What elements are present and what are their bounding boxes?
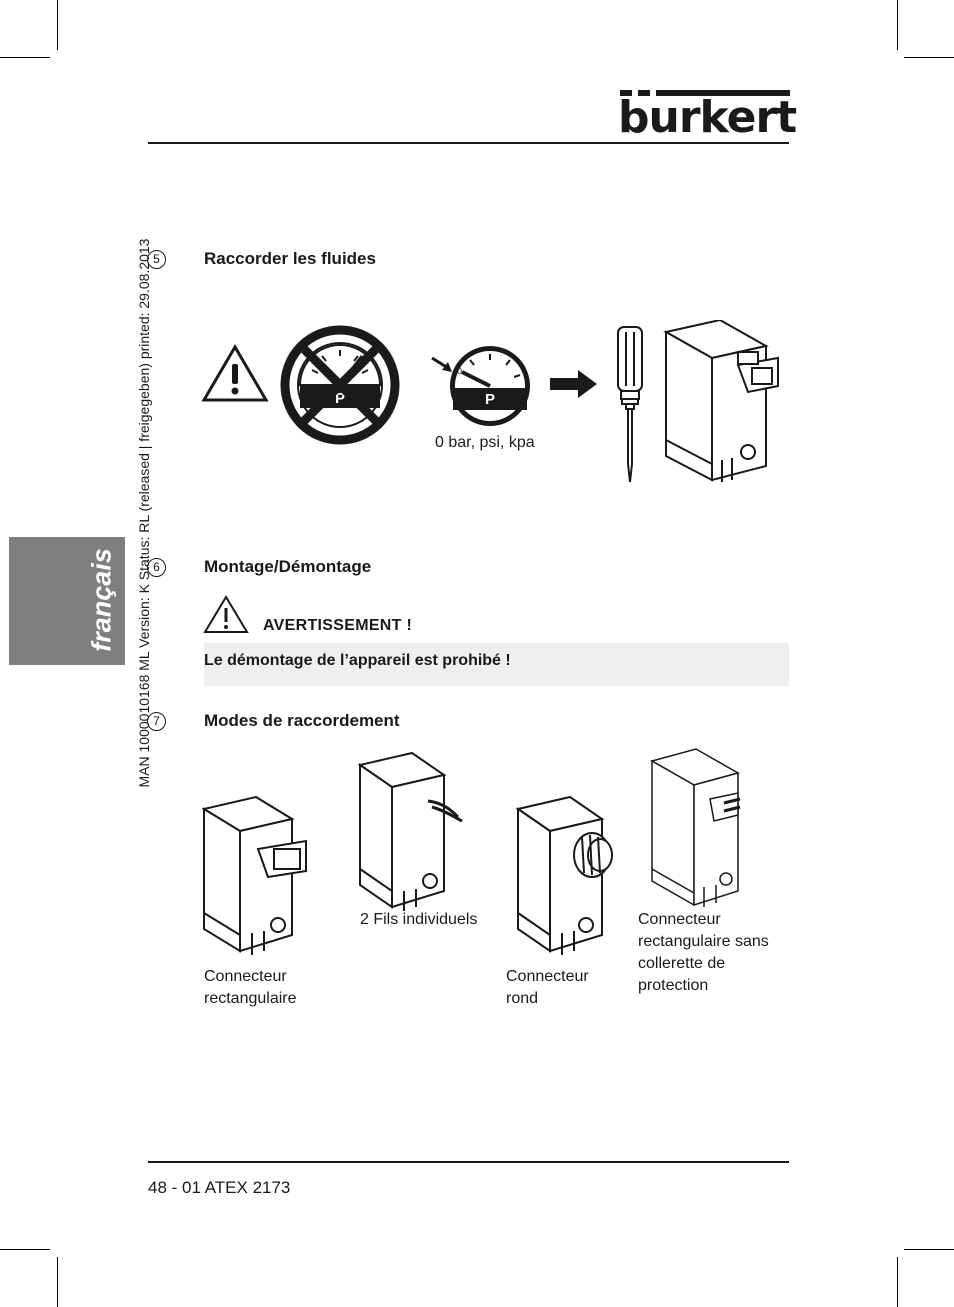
header-rule xyxy=(148,142,789,144)
rectangular-connector-no-collar-valve-icon xyxy=(650,748,741,907)
svg-text:P: P xyxy=(335,390,345,407)
crop-mark xyxy=(904,1249,954,1250)
section-title: Raccorder les fluides xyxy=(204,249,376,268)
connector-caption: Connecteur rectangulaire xyxy=(204,968,297,1007)
step-number: 7 xyxy=(147,712,166,731)
crop-mark xyxy=(0,57,50,58)
gauge-caption: 0 bar, psi, kpa xyxy=(435,434,535,451)
warning-triangle-icon xyxy=(201,344,269,402)
screwdriver-icon xyxy=(617,326,643,483)
depressurize-illustration: P P 0 xyxy=(201,320,779,483)
prohibited-pressure-gauge-icon: P xyxy=(280,325,400,445)
warning-title: AVERTISSEMENT ! xyxy=(263,617,413,634)
footer-rule xyxy=(148,1161,789,1163)
crop-mark xyxy=(897,1257,898,1307)
warning-text: Le démontage de l’appareil est prohibé ! xyxy=(204,652,511,669)
individual-wires-valve-icon xyxy=(357,751,463,911)
crop-mark xyxy=(57,0,58,50)
zero-pressure-gauge-icon: P 0 xyxy=(431,346,530,426)
language-tab-label: français xyxy=(86,548,117,652)
warning-triangle-icon xyxy=(203,595,249,633)
rectangular-connector-valve-icon xyxy=(201,795,307,955)
svg-text:0: 0 xyxy=(457,366,462,376)
logo-bars-icon xyxy=(620,90,790,96)
page-footer: 48 - 01 ATEX 2173 xyxy=(148,1178,291,1197)
crop-mark xyxy=(897,0,898,50)
logo-text: burkert xyxy=(618,92,797,143)
connector-caption: 2 Fils individuels xyxy=(360,911,478,928)
document-meta: MAN 1000010168 ML Version: K Status: RL … xyxy=(136,238,152,788)
solenoid-valve-icon xyxy=(663,320,779,482)
connector-caption: Connecteur rectangulaire sans collerette… xyxy=(638,911,769,994)
crop-mark xyxy=(57,1257,58,1307)
connection-modes-illustration xyxy=(201,748,741,955)
burkert-logo: burkert xyxy=(618,90,797,143)
warning-box xyxy=(204,643,789,686)
arrow-right-icon xyxy=(550,370,597,398)
language-tab xyxy=(9,537,125,665)
connector-caption: Connecteur rond xyxy=(506,968,589,1007)
section-title: Montage/Démontage xyxy=(204,557,372,576)
step-number: 6 xyxy=(147,558,166,577)
section-title: Modes de raccordement xyxy=(204,711,400,730)
crop-mark xyxy=(904,57,954,58)
step-number: 5 xyxy=(147,250,166,269)
crop-mark xyxy=(0,1249,50,1250)
svg-text:P: P xyxy=(485,391,495,408)
round-connector-valve-icon xyxy=(515,795,613,955)
